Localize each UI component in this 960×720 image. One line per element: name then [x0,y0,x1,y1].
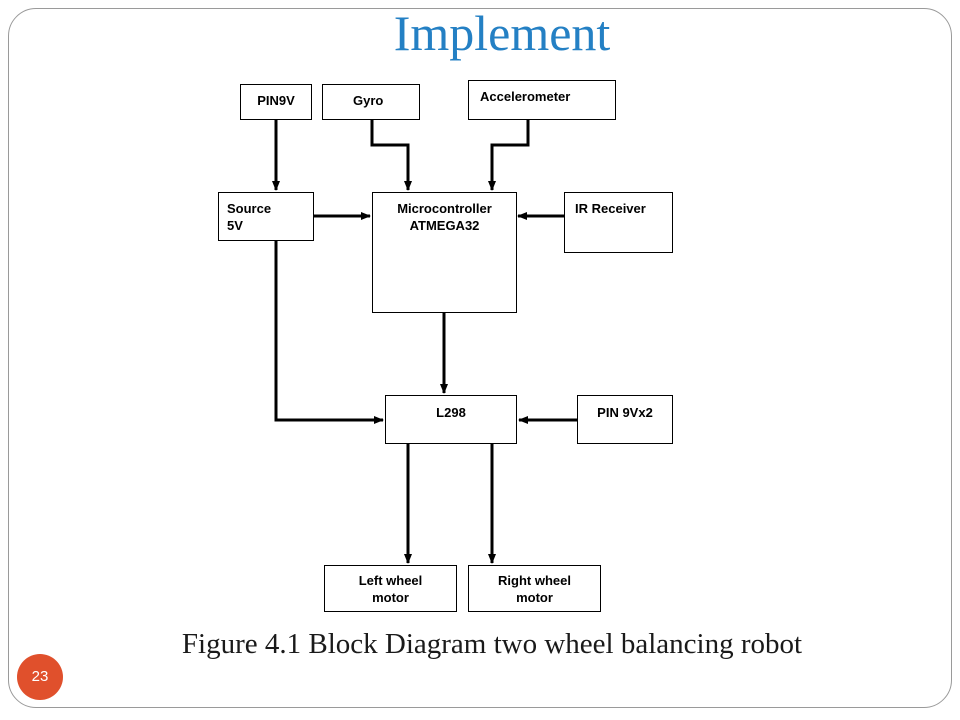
slide-frame [8,8,952,708]
block-gyro: Gyro [322,84,420,120]
block-l298: L298 [385,395,517,444]
block-gyro-label: Gyro [353,93,384,108]
block-pin9v: PIN9V [240,84,312,120]
block-pin9vx2: PIN 9Vx2 [577,395,673,444]
block-accelerometer-label: Accelerometer [480,89,571,104]
slide-title: Implement [393,5,611,61]
block-right-motor-label-line2: motor [516,590,553,605]
figure-caption: Figure 4.1 Block Diagram two wheel balan… [181,628,803,660]
block-ir-receiver: IR Receiver [564,192,673,253]
block-pin9vx2-label: PIN 9Vx2 [597,405,653,420]
block-accelerometer: Accelerometer [468,80,616,120]
connector-accelerometer-microcontroller [488,120,530,191]
block-source-label-line2: 5V [227,218,243,233]
connector-gyro-microcontroller [370,120,412,191]
block-pin9v-label: PIN9V [257,93,295,108]
block-left-motor-label-line2: motor [372,590,409,605]
block-ir-receiver-label: IR Receiver [575,201,646,216]
block-right-motor: Right wheel motor [468,565,601,612]
block-source-label-line1: Source [227,201,272,216]
block-microcontroller-label-line2: ATMEGA32 [409,218,480,233]
page-number-badge: 23 [17,654,63,700]
block-left-motor-label-line1: Left wheel [358,573,423,588]
block-microcontroller-label-line1: Microcontroller [397,201,492,216]
block-l298-label: L298 [436,405,466,420]
block-microcontroller: Microcontroller ATMEGA32 [372,192,517,313]
block-left-motor: Left wheel motor [324,565,457,612]
connector-source-l298 [274,241,384,424]
block-right-motor-label-line1: Right wheel [498,573,571,588]
block-source: Source 5V [218,192,314,241]
